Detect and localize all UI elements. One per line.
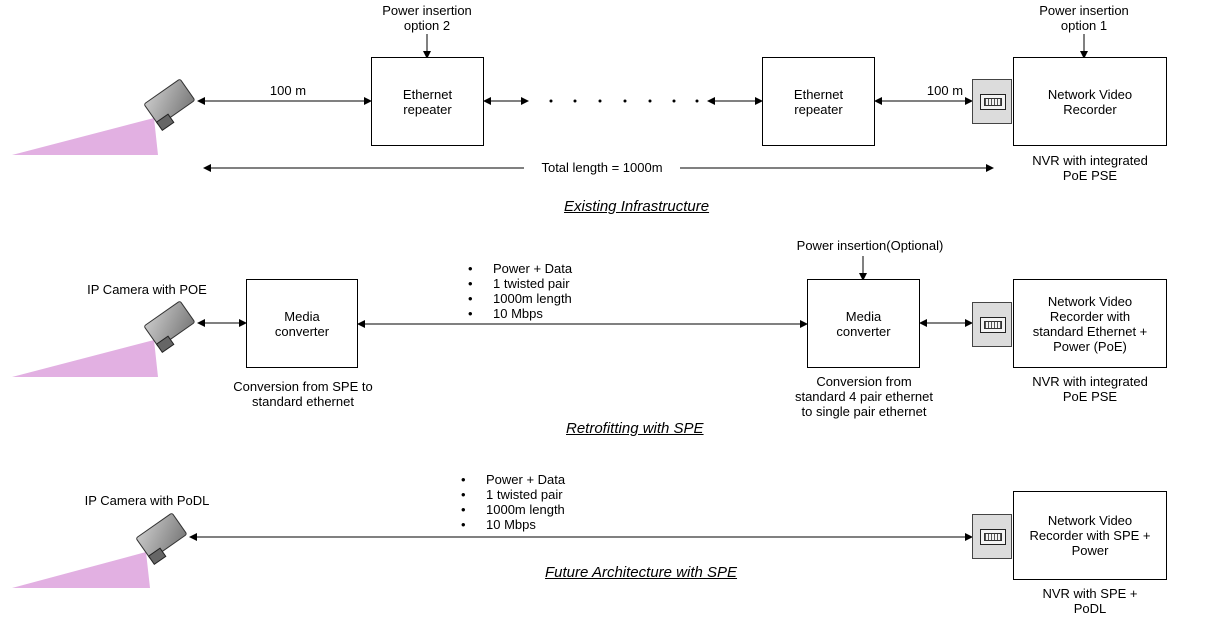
list-item: 1 twisted pair [459, 487, 565, 502]
power-insertion-option1-label: Power insertion option 1 [1039, 3, 1129, 33]
power-insertion-optional-label: Power insertion(Optional) [796, 238, 944, 253]
list-item: 10 Mbps [466, 306, 572, 321]
section-title-existing: Existing Infrastructure [564, 198, 710, 215]
converter1-caption: Conversion from SPE to standard ethernet [233, 379, 373, 409]
converter2-caption: Conversion from standard 4 pair ethernet… [794, 374, 934, 419]
list-item: Power + Data [459, 472, 565, 487]
media-converter-box: Media converter [246, 279, 358, 368]
camera-label: IP Camera with PoDL [84, 493, 210, 508]
nvr-caption: NVR with integrated PoE PSE [1032, 374, 1148, 404]
ethernet-port-icon [972, 79, 1012, 124]
total-length-label: Total length = 1000m [541, 160, 663, 175]
camera-beam [12, 552, 150, 588]
ethernet-port-icon [972, 302, 1012, 347]
nvr-caption: NVR with integrated PoE PSE [1032, 153, 1148, 183]
list-item: 10 Mbps [459, 517, 565, 532]
camera-icon [144, 301, 195, 354]
ethernet-port-icon [972, 514, 1012, 559]
list-item: Power + Data [466, 261, 572, 276]
ethernet-repeater-box: Ethernet repeater [762, 57, 875, 146]
camera-label: IP Camera with POE [87, 282, 207, 297]
podl-cable-properties-list: Power + Data 1 twisted pair 1000m length… [459, 472, 565, 532]
spe-cable-properties-list: Power + Data 1 twisted pair 1000m length… [466, 261, 572, 321]
camera-beam [12, 118, 158, 155]
list-item: 1000m length [466, 291, 572, 306]
ellipsis-dots [549, 99, 699, 103]
list-item: 1 twisted pair [466, 276, 572, 291]
nvr-box: Network Video Recorder [1013, 57, 1167, 146]
nvr-box: Network Video Recorder with SPE + Power [1013, 491, 1167, 580]
section-title-future: Future Architecture with SPE [545, 564, 738, 581]
camera-beam [12, 340, 158, 377]
media-converter-box: Media converter [807, 279, 920, 368]
list-item: 1000m length [459, 502, 565, 517]
segment-length-label: 100 m [926, 83, 964, 98]
segment-length-label: 100 m [269, 83, 307, 98]
ethernet-repeater-box: Ethernet repeater [371, 57, 484, 146]
section-title-retrofit: Retrofitting with SPE [566, 420, 704, 437]
nvr-box: Network Video Recorder with standard Eth… [1013, 279, 1167, 368]
camera-icon [136, 513, 187, 566]
camera-icon [144, 79, 195, 132]
nvr-caption: NVR with SPE + PoDL [1042, 586, 1138, 616]
power-insertion-option2-label: Power insertion option 2 [382, 3, 472, 33]
